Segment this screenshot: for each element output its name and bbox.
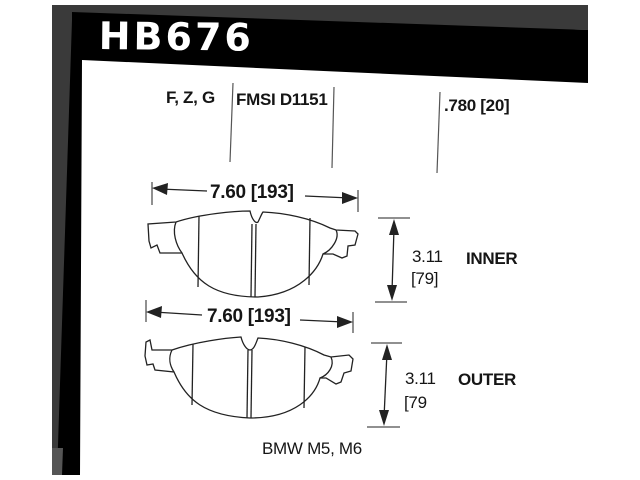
divider-1 <box>229 82 234 163</box>
left-bar-bottom <box>52 448 63 475</box>
inner-height-value: 3.11 <box>412 247 443 266</box>
inner-height-mm: [79] <box>411 269 439 288</box>
vehicle-application: BMW M5, M6 <box>262 439 362 458</box>
inner-width-label: 7.60 [193] <box>210 182 294 203</box>
outer-width-label: 7.60 [193] <box>207 306 291 327</box>
divider-2 <box>331 86 335 169</box>
compound-codes: F, Z, G <box>166 88 215 107</box>
fmsi-number: FMSI D1151 <box>236 90 328 109</box>
left-bar <box>57 20 82 475</box>
part-number-title: HB676 <box>98 14 255 60</box>
divider-3 <box>436 91 441 174</box>
outer-pad <box>144 300 402 428</box>
inner-pad <box>147 182 410 303</box>
pad-thickness: .780 [20] <box>444 96 510 115</box>
outer-height-value: 3.11 <box>405 369 436 388</box>
outer-position-label: OUTER <box>458 370 517 389</box>
outer-height-mm: [79 <box>404 393 427 412</box>
inner-position-label: INNER <box>466 249 518 268</box>
header-band <box>62 12 588 475</box>
